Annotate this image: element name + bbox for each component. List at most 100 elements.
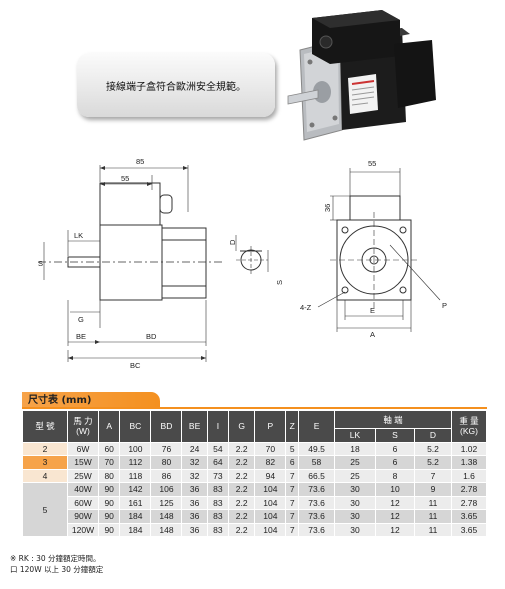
cell-bd: 148 (150, 522, 183, 537)
dim-label-s-side: S (38, 259, 43, 268)
dim-label-lk: LK (74, 231, 83, 240)
cell-power: 25W (67, 468, 99, 483)
cell-bd: 80 (150, 455, 183, 470)
header-bd: BD (150, 410, 183, 443)
cell-weight: 3.65 (451, 509, 487, 524)
cell-s: 6 (375, 441, 415, 456)
dim-label-bc: BC (130, 361, 141, 370)
cell-bc: 142 (119, 482, 152, 497)
cell-s: 8 (375, 468, 415, 483)
cell-power: 60W (67, 495, 99, 510)
table-row: 120W 90 184 148 36 83 2.2 104 7 73.6 30 … (23, 522, 487, 537)
cell-g: 2.2 (228, 482, 256, 497)
cell-z: 7 (285, 482, 300, 497)
cell-bd: 76 (150, 441, 183, 456)
feature-banner: 接線端子盒符合歐洲安全規範。 (77, 53, 275, 117)
header-shaft: 軸 端 (334, 410, 452, 429)
cell-d: 7 (414, 468, 452, 483)
header-lk: LK (334, 428, 376, 443)
header-g: G (228, 410, 256, 443)
header-s: S (375, 428, 415, 443)
dim-label-4z: 4-Z (300, 303, 312, 312)
cell-weight: 2.78 (451, 482, 487, 497)
motor-photo (287, 10, 436, 141)
dim-label-e: E (370, 306, 375, 315)
cell-be: 36 (181, 482, 208, 497)
cell-p: 82 (254, 455, 287, 470)
cell-s: 12 (375, 522, 415, 537)
dim-label-p: P (442, 301, 447, 310)
cell-a: 90 (97, 522, 121, 537)
cell-bc: 118 (119, 468, 152, 483)
cell-g: 2.2 (228, 468, 256, 483)
dim-label-s-shaft: S (275, 280, 284, 285)
cell-lk: 25 (334, 468, 376, 483)
header-e: E (298, 410, 335, 443)
cell-be: 24 (181, 441, 208, 456)
dimension-drawings: 85 55 LK S G BE BD BC D S (38, 157, 447, 370)
cell-p: 94 (254, 468, 287, 483)
cell-p: 104 (254, 495, 287, 510)
cell-type: 3 (22, 455, 68, 470)
cell-weight: 1.6 (451, 468, 487, 483)
table-title-rule (22, 407, 487, 409)
cell-a: 60 (97, 441, 121, 456)
header-a: A (97, 410, 121, 443)
cell-p: 104 (254, 522, 287, 537)
side-view-drawing (38, 165, 225, 362)
table-row: 3 15W 70 112 80 32 64 2.2 82 6 58 25 6 5… (22, 455, 487, 470)
shaft-section-drawing (235, 235, 269, 274)
cell-be: 36 (181, 495, 208, 510)
cell-a: 90 (97, 482, 121, 497)
cell-d: 11 (414, 509, 452, 524)
table-title: 尺寸表 (mm) (22, 392, 160, 409)
cell-e: 73.6 (298, 522, 335, 537)
header-weight: 重 量 (KG) (451, 410, 487, 443)
cell-a: 90 (97, 509, 121, 524)
cell-type: 2 (22, 441, 68, 456)
cell-lk: 30 (334, 495, 376, 510)
header-type: 型 號 (22, 410, 68, 443)
cell-d: 5.2 (414, 441, 452, 456)
cell-g: 2.2 (228, 522, 256, 537)
header-be: BE (181, 410, 208, 443)
cell-be: 36 (181, 522, 208, 537)
dim-label-55-side: 55 (121, 174, 129, 183)
dim-label-55-front: 55 (368, 159, 376, 168)
cell-g: 2.2 (228, 495, 256, 510)
header-p: P (254, 410, 287, 443)
table-row: 4 25W 80 118 86 32 73 2.2 94 7 66.5 25 8… (22, 468, 487, 483)
header-i: I (206, 410, 230, 443)
cell-lk: 30 (334, 522, 376, 537)
cell-i: 73 (206, 468, 230, 483)
banner-text: 接線端子盒符合歐洲安全規範。 (106, 81, 246, 93)
cell-g: 2.2 (228, 455, 256, 470)
cell-s: 6 (375, 455, 415, 470)
cell-be: 32 (181, 468, 208, 483)
cell-i: 64 (206, 455, 230, 470)
cell-bd: 86 (150, 468, 183, 483)
cell-z: 6 (285, 455, 300, 470)
header-d: D (414, 428, 452, 443)
cell-z: 7 (285, 468, 300, 483)
cell-bc: 161 (119, 495, 152, 510)
cell-z: 5 (285, 441, 300, 456)
cell-be: 32 (181, 455, 208, 470)
cell-power: 120W (67, 522, 99, 537)
footnote-rk: ※ RK : 30 分鐘額定時間。 (10, 554, 101, 563)
cell-bc: 100 (119, 441, 152, 456)
cell-s: 12 (375, 509, 415, 524)
cell-i: 83 (206, 509, 230, 524)
cell-s: 12 (375, 495, 415, 510)
cell-bc: 184 (119, 522, 152, 537)
cell-p: 104 (254, 509, 287, 524)
dim-label-bd: BD (146, 332, 157, 341)
cell-g: 2.2 (228, 509, 256, 524)
dim-label-d-shaft: D (228, 239, 237, 245)
dimension-table: 型 號 馬 力 (W) A BC BD BE I G P Z E 軸 端 重 量… (22, 410, 487, 537)
cell-bd: 125 (150, 495, 183, 510)
dim-label-a: A (370, 330, 375, 339)
header-z: Z (285, 410, 300, 443)
cell-e: 58 (298, 455, 335, 470)
cell-power: 40W (67, 482, 99, 497)
